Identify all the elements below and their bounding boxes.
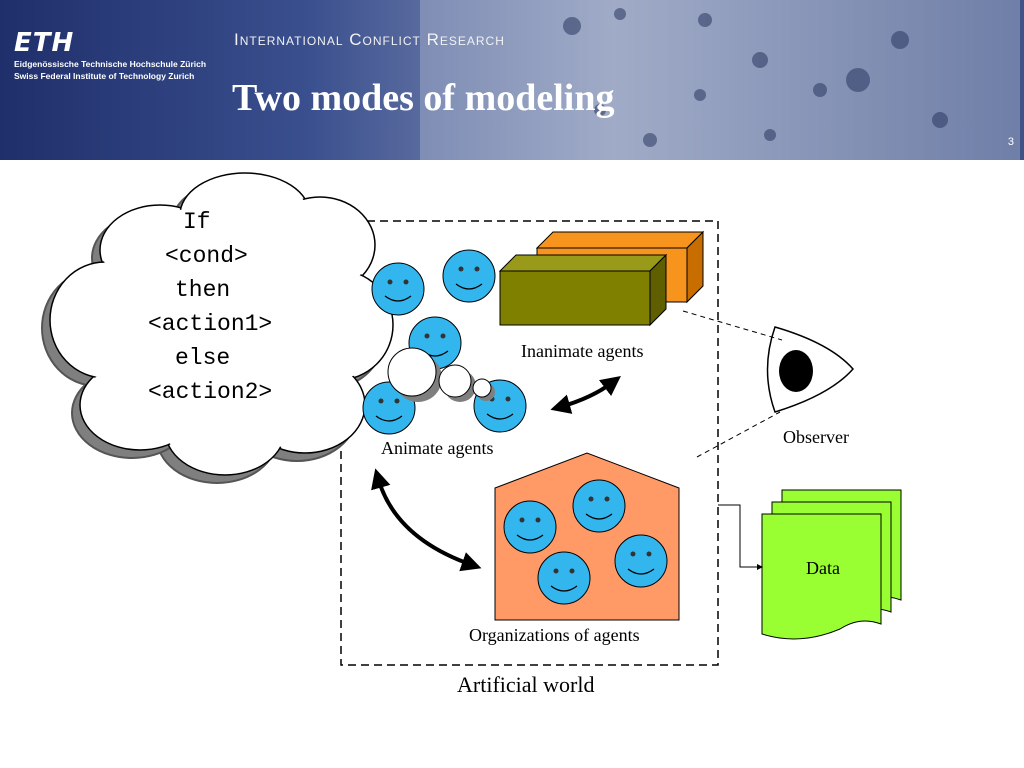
code-line-cond: <cond> [165, 243, 248, 269]
thought-trail [387, 347, 495, 402]
organizations-label: Organizations of agents [469, 625, 640, 645]
observer-label: Observer [783, 427, 849, 447]
institution-name-de: Eidgenössische Technische Hochschule Zür… [14, 59, 207, 69]
organization-agent-face-4 [537, 551, 591, 605]
slide-header: ETH Eidgenössische Technische Hochschule… [0, 0, 1024, 160]
code-line-then: then [175, 277, 230, 303]
data-output-connector [718, 504, 763, 570]
inanimate-box-olive [498, 253, 668, 327]
observer-sight-line-top [682, 310, 783, 341]
code-line-if: If [183, 209, 211, 235]
institution-name-en: Swiss Federal Institute of Technology Zu… [14, 71, 195, 81]
code-line-else: else [175, 345, 230, 371]
page-number: 3 [1007, 136, 1014, 148]
thought-bubble-fill [52, 175, 391, 473]
artificial-world-label: Artificial world [457, 672, 594, 697]
interaction-arrow-inanimate [550, 375, 621, 414]
animate-agent-face-2 [442, 249, 496, 303]
organization-agent-face-3 [614, 534, 668, 588]
slide-title: Two modes of modeling [232, 77, 615, 119]
observer-sight-line-bottom [696, 411, 781, 458]
code-line-action2: <action2> [148, 379, 272, 405]
observer-eye [766, 326, 855, 413]
data-label: Data [806, 558, 840, 578]
organization-agent-face-2 [572, 479, 626, 533]
animate-agents-label: Animate agents [381, 438, 493, 458]
animate-agent-face-1 [371, 262, 425, 316]
code-line-action1: <action1> [148, 311, 272, 337]
eth-logo: ETH [14, 28, 75, 58]
interaction-arrow-organizations [371, 468, 482, 572]
header-background-pattern [420, 0, 1020, 160]
organization-agent-face-1 [503, 500, 557, 554]
inanimate-agents-label: Inanimate agents [521, 341, 643, 361]
data-documents [761, 489, 902, 640]
research-banner: International Conflict Research [234, 30, 505, 49]
modeling-diagram: If <cond> then <action1> else <action2> [41, 172, 902, 697]
